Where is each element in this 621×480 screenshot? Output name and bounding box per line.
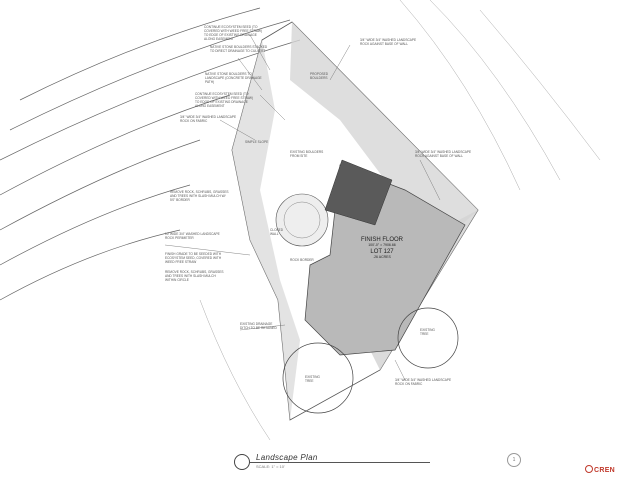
note-4: CONTINUE ECOSYSTEM SEED (TO COVERED WITH… [195,92,253,108]
drawing-title: Landscape Plan [256,453,318,462]
note-15: CLOSED WALL [270,228,284,236]
logo-icon [585,465,593,473]
title-underline [250,462,430,463]
note-11: REMOVE ROCK, SCHRUBS, GRASSES AND TREES … [165,270,224,282]
existing-trees [282,307,459,414]
note-16: EXISTING TREE [305,375,320,383]
patio [275,193,329,247]
note-3: NATIVE STONE BOULDERS TO LANDSCAPE (CONC… [205,72,262,84]
note-13: 3/4" WIDE 3/4" WASHED LANDSCAPE ROCK AGA… [360,38,417,46]
title-block: Landscape Plan SCALE: 1" = 10' [234,452,434,478]
note-20: ROCK BORDER [290,258,314,262]
note-9: 10' WIDE 3/4" WASHED LANDSCAPE ROCK PERI… [165,232,220,240]
building-footprint [304,159,466,356]
note-17: EXISTING TREE [420,328,435,336]
finish-floor-label: FINISH FLOOR [360,237,403,243]
leader-lines [164,34,441,381]
contour-lines [199,0,601,441]
logo: CREN [585,465,615,474]
drawing-scale: SCALE: 1" = 10' [256,464,285,469]
drawing-number: 1 [507,453,521,467]
note-7: EXISTING BOULDERS FROM SITE [290,150,324,158]
note-2: NATIVE STONE BOULDERS STACKED TO DIRECT … [210,45,268,53]
lot-label: LOT 127 [370,249,394,255]
note-5: 3/4" WIDE 3/4" WASHED LANDSCAPE ROCK ON … [180,115,237,123]
logo-text: CREN [594,467,616,474]
note-8: REMOVE ROCK, SCHRUBS, GRASSES AND TREES … [170,190,229,202]
building-label: FINISH FLOOR 100'-0" = 7906.66 LOT 127 .… [352,237,412,259]
detail-marker-icon [234,454,250,470]
note-12: EXISTING DRAINAGE DITCH TO BE RETAINED [240,322,277,330]
road-curves [0,7,301,301]
area-label: .26 ACRES [373,255,391,259]
note-1: CONTINUE ECOSYSTEM SEED (TO COVERED WITH… [204,25,262,41]
elevation-label: 100'-0" = 7906.66 [368,243,396,247]
note-10: FINISH GRADE TO BE SEEDED WITH ECOSYSTEM… [165,252,222,264]
note-18: PROPOSED BOULDERS [310,72,329,80]
note-6: SIMPLE SLOPE [245,140,269,144]
note-14: 3/4" WIDE 3/4" WASHED LANDSCAPE ROCK AGA… [415,150,472,158]
note-19: 3/4" WIDE 3/4" WASHED LANDSCAPE ROCK ON … [395,378,452,386]
